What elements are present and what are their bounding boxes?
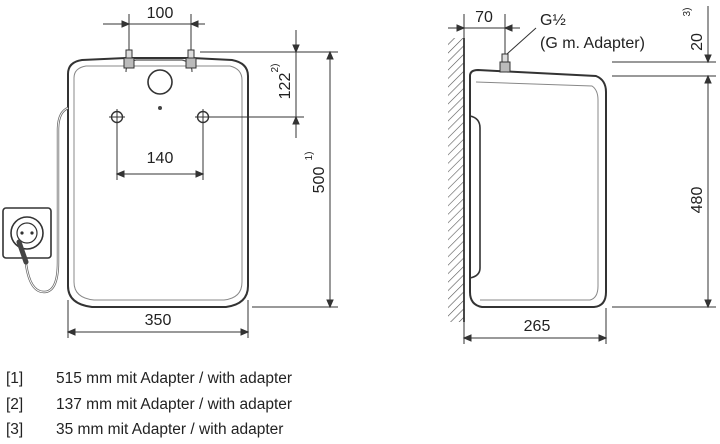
footnote-1-ref: [1] <box>6 370 24 387</box>
dim-side-total-height <box>612 76 716 309</box>
dim-front-mounting-spacing-label: 140 <box>147 150 174 167</box>
dim-front-mounting-spacing <box>115 122 205 180</box>
footnote-3-ref: [3] <box>6 421 24 438</box>
dim-side-top-height-label: 20 <box>689 33 706 51</box>
wall-hatch <box>448 38 464 322</box>
dim-side-fitting-offset <box>448 14 520 54</box>
thread-leader <box>506 27 537 55</box>
dim-side-fitting-offset-label: 70 <box>475 9 493 26</box>
dim-front-fitting-height-ref: 2) <box>270 64 281 73</box>
front-tank-inner-line <box>73 65 243 301</box>
front-fitting-left <box>123 49 135 69</box>
front-tank-outline <box>67 57 249 308</box>
footnote-1: [1] 515 mm mit Adapter / with adapter <box>6 370 292 388</box>
dim-front-fitting-height-label: 122 <box>277 73 294 100</box>
wall-socket <box>2 207 52 265</box>
footnote-2-text: 137 mm mit Adapter / with adapter <box>56 396 293 413</box>
side-fitting <box>499 53 511 73</box>
footnote-2-ref: [2] <box>6 396 24 413</box>
front-view: 100 140 350 122 2) <box>2 5 338 338</box>
footnote-3-text: 35 mm mit Adapter / with adapter <box>56 421 284 438</box>
thread-label: G½ <box>540 12 566 29</box>
indicator-dot <box>158 106 162 110</box>
footnote-2: [2] 137 mm mit Adapter / with adapter <box>6 396 292 414</box>
front-fitting-right <box>185 49 197 69</box>
dim-side-top-height-ref: 3) <box>682 8 693 17</box>
side-tank-inner-line <box>475 81 599 301</box>
dim-front-fittings-spacing <box>103 14 205 50</box>
power-cord <box>24 106 69 294</box>
footnote-3: [3] 35 mm mit Adapter / with adapter <box>6 421 283 439</box>
side-tank-outline <box>469 68 607 308</box>
thermostat-knob <box>147 69 173 95</box>
dim-front-total-width-label: 350 <box>145 312 172 329</box>
side-view: 70 G½ (G m. Adapter) 20 3) 480 <box>448 6 716 344</box>
side-handle <box>469 115 481 279</box>
dim-side-total-height-label: 480 <box>689 187 706 214</box>
dim-front-total-height <box>252 50 338 309</box>
thread-note: (G m. Adapter) <box>540 35 645 52</box>
dim-front-fittings-spacing-label: 100 <box>147 5 174 22</box>
dim-side-total-depth <box>462 308 608 344</box>
dim-side-total-depth-label: 265 <box>524 318 551 335</box>
footnote-1-text: 515 mm mit Adapter / with adapter <box>56 370 293 387</box>
dim-front-total-width <box>66 300 250 338</box>
dim-front-total-height-ref: 1) <box>304 152 315 161</box>
dim-front-total-height-label: 500 <box>311 167 328 194</box>
mounting-hole-right <box>195 109 211 125</box>
